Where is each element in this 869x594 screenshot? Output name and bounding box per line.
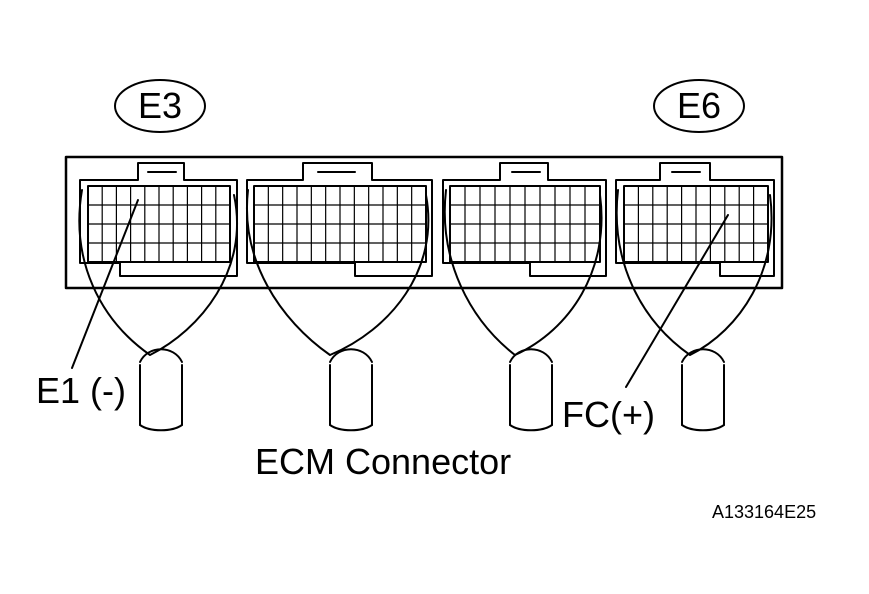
wire-bundle-3 [509, 348, 553, 432]
badge-e6-oval [653, 79, 745, 133]
wire-bundle-4 [681, 348, 725, 432]
harness-loop-1 [78, 189, 239, 356]
ecm-housing [64, 155, 784, 290]
diagram-title: ECM Connector [255, 441, 512, 482]
pin-grids [88, 186, 768, 262]
harness-loop-3 [443, 189, 603, 356]
figure-id: A133164E25 [712, 502, 817, 522]
badge-e6-text: E6 [677, 85, 721, 126]
wire-bundle-2 [329, 348, 373, 432]
e1-label: E1 (-) [36, 370, 126, 411]
harness-loop-2 [246, 189, 430, 356]
badge-e3-text: E3 [138, 85, 182, 126]
badge-e3-oval [114, 79, 206, 133]
fc-label: FC(+) [562, 394, 655, 435]
connector-e6 [615, 162, 775, 277]
wire-bundle-1 [139, 348, 183, 432]
e1-leader-line [71, 199, 139, 369]
harness-loop-4 [615, 189, 773, 356]
